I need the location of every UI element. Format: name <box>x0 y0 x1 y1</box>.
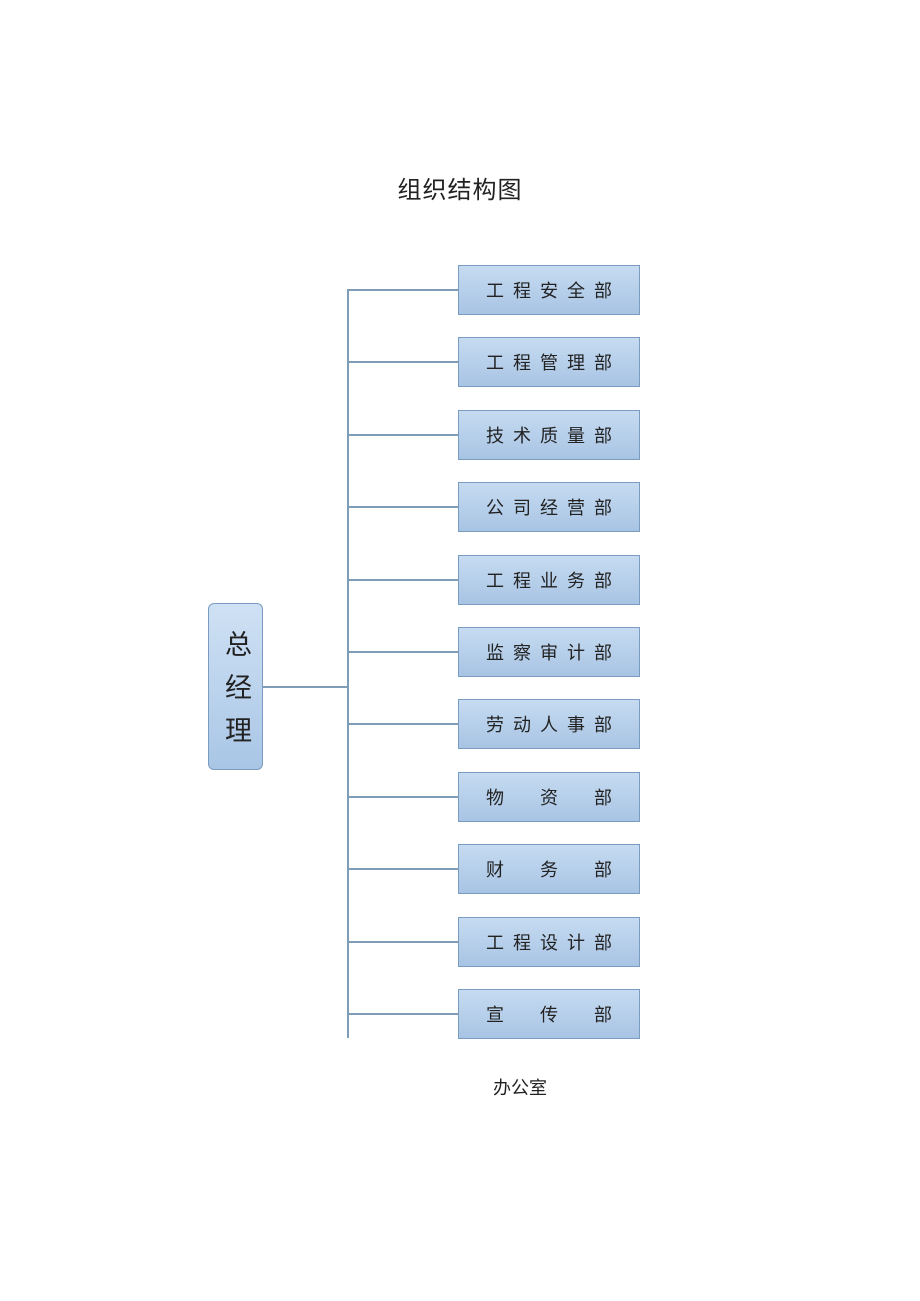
department-box: 工程管理部 <box>458 337 640 387</box>
department-label: 工程设计部 <box>486 933 621 954</box>
branch-connector <box>348 1013 458 1015</box>
branch-connector <box>348 361 458 363</box>
department-label: 工程业务部 <box>486 571 621 592</box>
department-label: 技术质量部 <box>486 426 621 447</box>
branch-connector <box>348 868 458 870</box>
department-box: 技术质量部 <box>458 410 640 460</box>
department-box: 宣 传 部 <box>458 989 640 1039</box>
department-label: 工程安全部 <box>486 281 621 302</box>
branch-connector <box>348 796 458 798</box>
department-label: 劳动人事部 <box>486 715 621 736</box>
department-box: 工程安全部 <box>458 265 640 315</box>
department-box: 公司经营部 <box>458 482 640 532</box>
branch-connector <box>348 651 458 653</box>
branch-connector <box>348 434 458 436</box>
branch-connector <box>348 723 458 725</box>
branch-connector <box>348 506 458 508</box>
branch-connector <box>348 941 458 943</box>
branch-connector <box>348 579 458 581</box>
department-box: 劳动人事部 <box>458 699 640 749</box>
department-label: 宣 传 部 <box>486 1005 621 1026</box>
branch-connector <box>348 289 458 291</box>
department-label: 财 务 部 <box>486 860 621 881</box>
department-label: 监察审计部 <box>486 643 621 664</box>
department-box: 物 资 部 <box>458 772 640 822</box>
department-box: 工程设计部 <box>458 917 640 967</box>
department-box: 财 务 部 <box>458 844 640 894</box>
root-connector <box>263 686 348 688</box>
page-title: 组织结构图 <box>397 176 523 204</box>
department-box: 监察审计部 <box>458 627 640 677</box>
trunk-line <box>347 289 349 1038</box>
general-manager-box: 总经理 <box>208 603 263 770</box>
office-label: 办公室 <box>493 1078 547 1099</box>
department-label: 物 资 部 <box>486 788 621 809</box>
department-label: 公司经营部 <box>486 498 621 519</box>
department-box: 工程业务部 <box>458 555 640 605</box>
general-manager-label: 总经理 <box>220 630 251 759</box>
department-label: 工程管理部 <box>486 353 621 374</box>
